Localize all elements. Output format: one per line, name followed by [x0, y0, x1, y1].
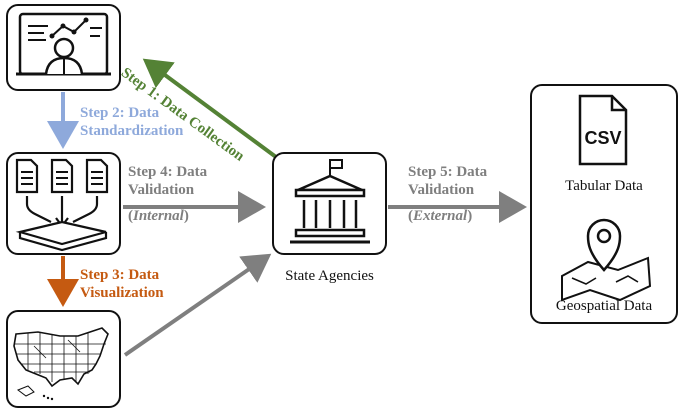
standardization-box — [6, 152, 121, 255]
step2-line1: Step 2: Data — [80, 105, 160, 121]
step5-line2: Validation — [408, 182, 475, 198]
outputs-icons: CSV — [561, 94, 652, 302]
step5-line1: Step 5: Data — [408, 164, 488, 180]
step5-line3: (External) — [408, 207, 487, 225]
documents-merge-icon — [15, 158, 109, 252]
state-agencies-label: State Agencies — [285, 268, 374, 284]
csv-label: CSV — [584, 128, 621, 148]
us-map-icon — [13, 327, 109, 401]
step5-qualifier: External — [413, 208, 468, 224]
outputs-box: CSV Tabular Data Geospatial Data — [530, 84, 678, 324]
step3-label: Step 3: Data Visualization — [80, 266, 164, 302]
step2-line2: Standardization — [80, 123, 184, 139]
map-pin-icon — [561, 218, 652, 302]
step5-label: Step 5: Data Validation (External) — [408, 163, 487, 225]
step5-paren-close: ) — [467, 208, 473, 224]
us-map-box — [6, 310, 121, 408]
step4-paren-close: ) — [183, 208, 189, 224]
step1-arrow — [142, 58, 278, 159]
step3-line2: Visualization — [80, 285, 164, 301]
csv-file-icon: CSV — [578, 94, 628, 166]
government-building-icon — [290, 159, 370, 244]
tabular-data-label: Tabular Data — [565, 178, 643, 194]
map-to-agencies-arrow — [123, 253, 272, 357]
step4-label: Step 4: Data Validation (Internal) — [128, 163, 207, 225]
step4-paren-open: ( — [128, 208, 133, 224]
step4-line3: (Internal) — [128, 207, 207, 225]
step3-line1: Step 3: Data — [80, 267, 160, 283]
step5-paren-open: ( — [408, 208, 413, 224]
state-agencies-box — [272, 152, 387, 255]
step4-line1: Step 4: Data — [128, 164, 208, 180]
geospatial-data-label: Geospatial Data — [555, 298, 653, 314]
step4-qualifier: Internal — [133, 208, 184, 224]
data-collection-box — [6, 4, 121, 91]
step4-line2: Validation — [128, 182, 195, 198]
analyst-monitor-icon — [16, 12, 111, 76]
step2-label: Step 2: Data Standardization — [80, 104, 183, 140]
